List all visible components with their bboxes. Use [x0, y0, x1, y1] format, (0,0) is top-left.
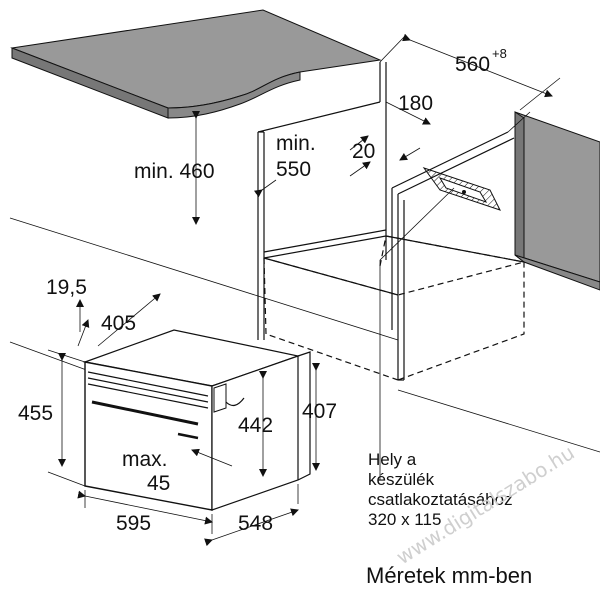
dim-19-5: 19,5 [46, 276, 87, 299]
floor-lines [9, 217, 600, 453]
dim-min-460: min. 460 [134, 160, 215, 183]
dim-455: 455 [18, 402, 53, 425]
dim-405: 405 [101, 312, 136, 335]
cabinet-carcass [257, 62, 525, 381]
connection-box [379, 167, 501, 480]
dashed-outline [263, 235, 525, 381]
note-line-3: csatlakoztatásához [368, 490, 513, 509]
dim-560-tolerance: +8 [492, 46, 507, 61]
note-line-4: 320 x 115 [368, 510, 441, 529]
dim-max-45: 45 [147, 472, 170, 495]
dim-548: 548 [238, 512, 273, 535]
dim-442: 442 [238, 414, 273, 437]
units-label: Méretek mm-ben [366, 563, 532, 588]
dim-max-label: max. [122, 448, 168, 471]
dim-560: 560 [455, 53, 490, 76]
worktop [10, 9, 382, 119]
dim-595: 595 [116, 512, 151, 535]
dim-180: 180 [398, 92, 433, 115]
dim-20: 20 [352, 140, 375, 163]
dim-407: 407 [302, 400, 337, 423]
note-line-2: készülék [368, 470, 435, 489]
side-panel [514, 111, 600, 291]
dimension-lines [47, 33, 561, 547]
oven-appliance [82, 329, 311, 511]
dim-550: 550 [276, 158, 311, 181]
note-line-1: Hely a [368, 450, 417, 469]
dim-min-label: min. [276, 132, 316, 155]
